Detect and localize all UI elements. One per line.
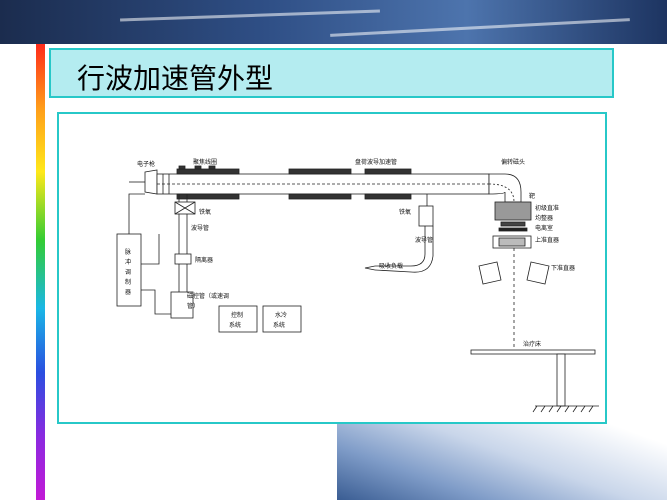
lower-collimator [478,261,550,285]
accelerator-tube [156,173,490,195]
slide-title: 行波加速管外型 [77,62,274,95]
title-box: 行波加速管外型 [49,48,614,98]
banner-streak [330,18,630,37]
top-banner [0,0,667,44]
focus-coils [176,165,412,200]
control-system-box [218,305,258,333]
label-modulator-1: 脉 [125,248,131,256]
label-magnetron-1: 磁控管（或速调 [187,292,229,300]
label-bending-magnet: 偏转磁头 [501,158,525,166]
modulator [116,193,185,315]
treatment-couch [470,349,599,413]
label-modulator-2: 冲 [125,258,131,266]
label-focus-coil: 聚焦线圈 [193,158,217,166]
electron-gun [129,169,158,195]
water-cooling-box [262,305,302,333]
label-isolator: 隔离器 [195,256,213,264]
label-lower-collimator: 下准直器 [551,264,575,272]
label-ferrite-right: 铁氧 [399,208,411,216]
left-waveguide [170,194,196,319]
label-modulator-4: 制 [125,278,131,286]
label-water-2: 系统 [273,321,285,329]
label-absorbing-load: 吸收负载 [379,262,403,270]
label-modulator-3: 调 [125,268,131,276]
collimator-stack [492,201,532,350]
label-waveguide-right: 波导管 [415,236,433,244]
label-treatment-couch: 治疗床 [523,340,541,348]
label-ion-chamber: 电离室 [535,224,553,232]
label-target: 靶 [529,192,535,200]
label-electron-gun: 电子枪 [137,160,155,168]
label-modulator-5: 器 [125,289,131,296]
rainbow-bar [36,44,45,500]
label-control-1: 控制 [231,311,243,319]
label-control-2: 系统 [229,321,241,329]
linac-diagram: 电子枪 聚焦线圈 盘荷波导加速管 偏转磁头 靶 初级直准 均整器 电离室 上准直… [116,158,599,413]
label-magnetron-2: 管） [187,302,199,310]
label-accelerator-tube: 盘荷波导加速管 [355,158,397,166]
label-flattening-filter: 均整器 [535,214,553,222]
label-primary-collimator: 初级直准 [535,204,559,212]
diagram-panel: 电子枪 聚焦线圈 盘荷波导加速管 偏转磁头 靶 初级直准 均整器 电离室 上准直… [57,112,607,424]
label-upper-collimator: 上准直器 [535,236,559,244]
label-water-1: 水冷 [275,311,287,319]
label-ferrite-left: 铁氧 [199,208,211,216]
bending-magnet [488,173,522,203]
banner-streak [120,9,380,22]
label-waveguide-left: 波导管 [191,224,209,232]
right-waveguide [364,194,434,273]
